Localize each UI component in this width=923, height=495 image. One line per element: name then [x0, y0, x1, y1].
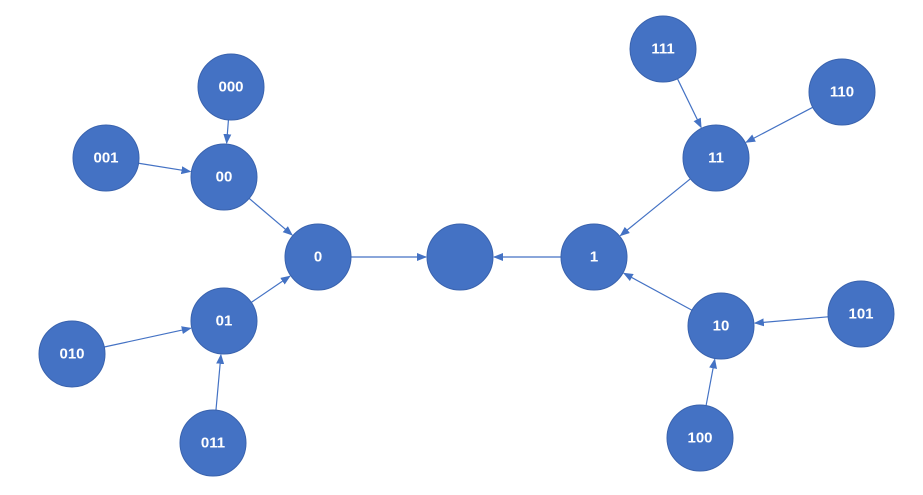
- node-label-n101: 101: [848, 306, 873, 323]
- node-label-n000: 000: [218, 79, 243, 96]
- node-circle-root: [426, 223, 494, 291]
- node-circle-n001: [72, 124, 140, 192]
- node-n00: 00: [190, 143, 258, 211]
- node-label-n010: 010: [59, 346, 84, 363]
- node-n011: 011: [179, 409, 247, 477]
- node-n101: 101: [827, 280, 895, 348]
- node-label-n110: 110: [830, 84, 854, 101]
- node-label-n0: 0: [314, 249, 322, 266]
- node-n001: 001: [72, 124, 140, 192]
- node-n1: 1: [560, 223, 628, 291]
- node-label-n1: 1: [590, 249, 598, 266]
- node-n01: 01: [190, 287, 258, 355]
- edges-layer: [104, 78, 829, 411]
- node-circle-n11: [682, 124, 750, 192]
- node-circle-n000: [197, 53, 265, 121]
- node-n0: 0: [284, 223, 352, 291]
- node-circle-n10: [687, 292, 755, 360]
- node-n110: 110: [808, 58, 876, 126]
- node-n000: 000: [197, 53, 265, 121]
- node-n10: 10: [687, 292, 755, 360]
- node-n11: 11: [682, 124, 750, 192]
- edge-n011-to-n01: [215, 353, 225, 411]
- edge-n100-to-n10: [705, 358, 718, 406]
- edge-n101-to-n10: [753, 316, 829, 327]
- node-circle-n111: [629, 15, 697, 83]
- node-label-n100: 100: [687, 430, 712, 447]
- node-label-n011: 011: [201, 435, 225, 452]
- node-label-n10: 10: [713, 318, 730, 335]
- node-circle-n1: [560, 223, 628, 291]
- node-n010: 010: [38, 320, 106, 388]
- node-circle-n110: [808, 58, 876, 126]
- edge-n11-to-n1: [619, 178, 691, 237]
- node-circle-n101: [827, 280, 895, 348]
- edge-n10-to-n1: [622, 272, 693, 311]
- edge-n111-to-n11: [676, 78, 702, 129]
- node-circle-n0: [284, 223, 352, 291]
- node-circle-n100: [666, 404, 734, 472]
- node-label-n111: 111: [651, 41, 674, 58]
- node-circle-n010: [38, 320, 106, 388]
- node-n111: 111: [629, 15, 697, 83]
- node-label-n001: 001: [93, 150, 118, 167]
- edge-n110-to-n11: [745, 106, 814, 143]
- edge-n000-to-n00: [223, 119, 232, 145]
- node-label-n11: 11: [708, 150, 724, 167]
- node-label-n01: 01: [216, 313, 233, 330]
- node-circle-n011: [179, 409, 247, 477]
- node-circle-n00: [190, 143, 258, 211]
- node-root: [426, 223, 494, 291]
- edge-n001-to-n00: [138, 162, 192, 175]
- node-label-n00: 00: [216, 169, 233, 186]
- edge-n00-to-n0: [248, 197, 293, 236]
- edge-n01-to-n0: [250, 275, 291, 303]
- node-n100: 100: [666, 404, 734, 472]
- edge-n010-to-n01: [104, 326, 192, 348]
- node-circle-n01: [190, 287, 258, 355]
